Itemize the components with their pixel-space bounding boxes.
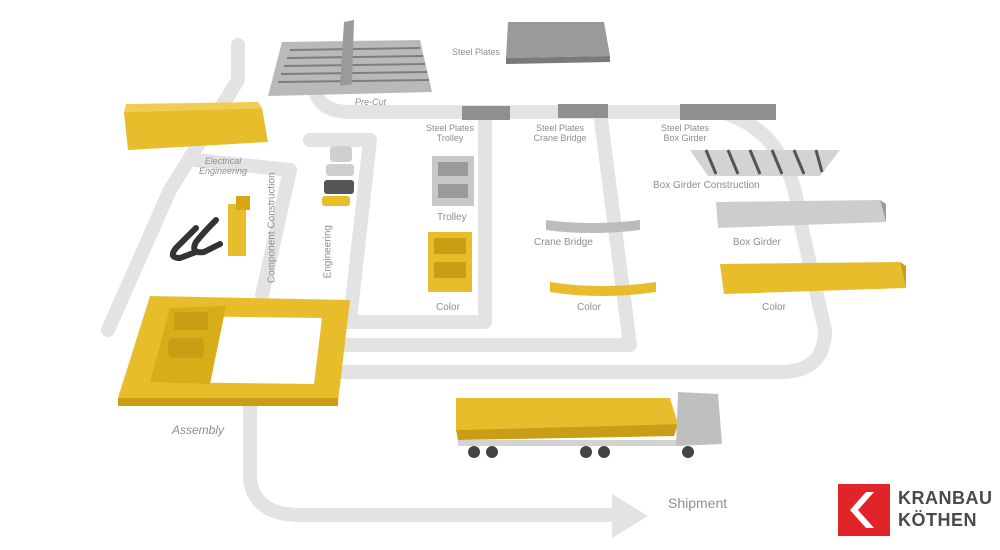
shipment-arrow-head [612, 494, 648, 538]
brand-line2: KÖTHEN [898, 510, 977, 530]
label-assembly: Assembly [172, 423, 225, 437]
crane-hooks [169, 217, 223, 262]
label-spbg-line2: Box Girder [663, 133, 707, 144]
box-girder-raw [716, 200, 886, 228]
pre-cut-machine [268, 20, 432, 96]
brand-logo: KRANBAU KÖTHEN [838, 484, 992, 540]
label-color-box-girder: Color [762, 302, 786, 313]
label-electrical-engineering: Electrical Engineering [188, 156, 258, 177]
brand-line1: KRANBAU [898, 488, 993, 508]
label-color-crane-bridge: Color [577, 302, 601, 313]
assembled-crane [118, 296, 350, 406]
label-spt-line1: Steel Plates [425, 123, 475, 133]
path-shipment [243, 353, 627, 522]
label-shipment: Shipment [668, 495, 728, 511]
label-color-trolley: Color [436, 302, 460, 313]
label-steel-plates: Steel Plates [452, 47, 501, 57]
block-steel-plates-box-girder [680, 104, 776, 120]
label-steel-plates-box-girder: Steel Plates Box Girder [655, 123, 715, 144]
component-yellow-part [228, 196, 250, 256]
label-trolley: Trolley [437, 212, 467, 223]
path-left-diagonal [101, 38, 245, 337]
label-spcb-line1: Steel Plates [535, 123, 585, 133]
path-trolley-branch [338, 105, 492, 329]
label-steel-plates-crane-bridge: Steel Plates Crane Bridge [530, 123, 590, 144]
steel-plates-stack [506, 22, 610, 64]
label-electrical-line2: Engineering [198, 166, 248, 177]
path-electrical-loop [188, 153, 297, 302]
label-steel-plates-trolley: Steel Plates Trolley [420, 123, 480, 144]
label-spcb-line2: Crane Bridge [533, 133, 587, 144]
label-spt-line2: Trolley [436, 133, 464, 144]
electrical-container [124, 102, 268, 150]
trolley-raw [432, 156, 474, 206]
engineering-components [322, 146, 354, 206]
brand-wordmark: KRANBAU KÖTHEN [898, 487, 993, 531]
box-girder-painted [720, 262, 906, 294]
label-engineering: Engineering [322, 225, 334, 279]
label-box-girder: Box Girder [733, 237, 781, 248]
label-spbg-line1: Steel Plates [660, 123, 710, 133]
crane-bridge-painted [550, 282, 656, 296]
shipment-truck [456, 392, 722, 458]
box-girder-construction [690, 149, 840, 176]
brand-logo-arrow [838, 484, 890, 536]
trolley-painted [428, 232, 472, 292]
label-box-girder-construction: Box Girder Construction [653, 180, 760, 191]
block-steel-plates-trolley [462, 106, 510, 120]
label-pre-cut: Pre-Cut [355, 97, 387, 107]
crane-bridge-raw [546, 220, 640, 233]
block-steel-plates-crane-bridge [558, 104, 608, 118]
label-crane-bridge: Crane Bridge [534, 237, 593, 248]
path-crane-branch [323, 105, 637, 352]
label-component-construction: Component Construction [266, 172, 278, 284]
label-electrical-line1: Electrical [204, 156, 242, 166]
